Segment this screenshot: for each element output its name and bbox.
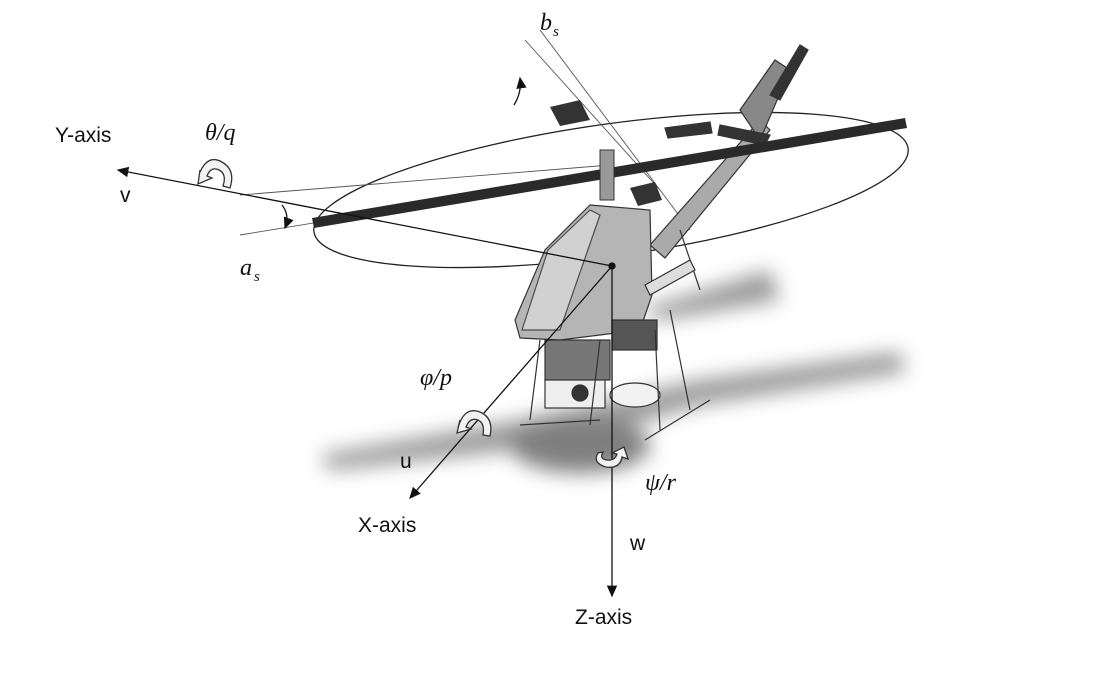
x-axis-arrow [409,265,613,499]
helicopter-body [514,204,711,441]
rotation-arrows [197,158,630,468]
flybar-paddle [550,100,590,126]
lateral-flapping-subscript: s [254,269,260,285]
flybar-paddle [630,182,662,206]
pitch-rotation-icon [197,158,233,189]
x-axis-label: X-axis [358,514,416,537]
reference-lines [239,29,691,236]
coordinate-axes [116,76,618,598]
roll-rotation-icon [456,410,492,437]
pitch-label: θ/q [205,120,235,146]
tail-boom [649,44,809,291]
z-axis-label: Z-axis [575,606,632,629]
y-axis-arrow [116,166,613,267]
y-velocity-label: v [120,184,131,207]
rotor-mast [599,149,615,201]
yaw-rotation-icon [595,446,630,468]
y-axis-label: Y-axis [55,124,111,147]
longitudinal-flapping-subscript: s [553,24,559,40]
yaw-label: ψ/r [645,470,677,496]
x-velocity-label: u [400,450,412,473]
roll-label: φ/p [420,365,452,391]
lateral-flapping-symbol: a [240,255,252,281]
longitudinal-flapping-symbol: b [540,10,552,36]
z-velocity-label: w [629,532,646,555]
